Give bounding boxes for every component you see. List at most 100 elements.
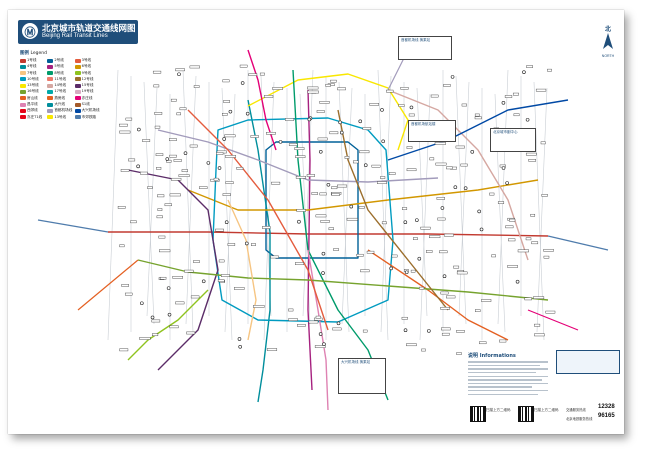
station-label[interactable] (461, 103, 467, 107)
station-label[interactable] (295, 262, 305, 265)
station-label[interactable] (528, 159, 536, 162)
station-label[interactable] (406, 343, 417, 347)
rail-line[interactable] (307, 249, 329, 411)
rail-line[interactable] (187, 109, 329, 331)
station-label[interactable] (179, 107, 187, 111)
rail-line[interactable] (108, 231, 549, 237)
station-label[interactable] (120, 169, 130, 172)
station-label[interactable] (391, 254, 398, 258)
station-label[interactable] (507, 265, 518, 268)
station-label[interactable] (325, 84, 331, 87)
transfer-station[interactable] (177, 72, 181, 77)
station-label[interactable] (263, 95, 274, 98)
station-label[interactable] (171, 177, 182, 181)
station-label[interactable] (176, 112, 181, 116)
transfer-station[interactable] (442, 274, 447, 278)
station-label[interactable] (330, 79, 337, 83)
station-label[interactable] (223, 100, 230, 103)
station-label[interactable] (474, 116, 482, 120)
rail-line[interactable] (337, 109, 449, 311)
transfer-station[interactable] (228, 109, 233, 114)
transfer-station[interactable] (321, 251, 326, 256)
transfer-station[interactable] (318, 149, 323, 154)
station-label[interactable] (295, 176, 306, 179)
station-label[interactable] (443, 233, 454, 237)
station-label[interactable] (421, 348, 426, 352)
rail-line[interactable] (187, 179, 539, 211)
transfer-station[interactable] (505, 181, 509, 185)
station-label[interactable] (435, 162, 447, 166)
transfer-station[interactable] (150, 315, 155, 320)
qr-code[interactable] (470, 406, 486, 422)
transfer-station[interactable] (136, 164, 140, 169)
station-label[interactable] (401, 316, 408, 320)
transfer-station[interactable] (479, 227, 484, 232)
station-label[interactable] (248, 73, 258, 76)
station-label[interactable] (386, 89, 394, 93)
rail-line[interactable] (127, 169, 219, 371)
station-label[interactable] (406, 168, 417, 172)
station-label[interactable] (119, 244, 125, 248)
station-label[interactable] (329, 131, 339, 135)
transfer-station[interactable] (307, 117, 312, 122)
station-label[interactable] (333, 248, 339, 251)
station-label[interactable] (139, 337, 151, 340)
station-label[interactable] (531, 241, 539, 245)
station-label[interactable] (157, 194, 165, 198)
station-label[interactable] (337, 87, 346, 91)
station-label[interactable] (437, 217, 446, 221)
station-label[interactable] (353, 160, 359, 164)
station-label[interactable] (119, 348, 129, 352)
station-label[interactable] (130, 220, 137, 224)
station-label[interactable] (222, 113, 228, 116)
station-label[interactable] (225, 155, 237, 158)
suburban-rail-line[interactable] (547, 235, 609, 251)
station-label[interactable] (344, 156, 350, 159)
station-label[interactable] (526, 65, 533, 68)
station-label[interactable] (406, 146, 413, 149)
station-label[interactable] (371, 164, 381, 168)
station-label[interactable] (250, 135, 259, 138)
station-label[interactable] (430, 94, 439, 98)
station-label[interactable] (545, 310, 556, 314)
station-label[interactable] (533, 296, 545, 300)
station-label[interactable] (193, 260, 200, 263)
station-label[interactable] (271, 181, 281, 185)
transfer-station[interactable] (515, 279, 520, 284)
station-label[interactable] (316, 110, 325, 113)
station-label[interactable] (456, 352, 462, 355)
rail-line[interactable] (227, 199, 257, 341)
station-label[interactable] (217, 279, 225, 282)
station-label[interactable] (547, 68, 552, 72)
station-label[interactable] (295, 155, 306, 158)
station-label[interactable] (319, 192, 327, 196)
transfer-station[interactable] (206, 161, 211, 165)
station-label[interactable] (227, 243, 236, 246)
rail-line[interactable] (247, 49, 277, 151)
transfer-station[interactable] (137, 127, 141, 132)
station-label[interactable] (142, 139, 151, 142)
rail-line[interactable] (247, 99, 271, 403)
station-label[interactable] (332, 327, 342, 331)
transfer-station[interactable] (240, 81, 245, 85)
transfer-station[interactable] (427, 329, 431, 333)
station-label[interactable] (443, 84, 451, 87)
station-label[interactable] (170, 98, 177, 102)
station-label[interactable] (215, 228, 224, 232)
transfer-station[interactable] (403, 328, 408, 333)
transfer-station[interactable] (380, 108, 384, 112)
station-label[interactable] (509, 218, 516, 222)
station-label[interactable] (534, 323, 541, 327)
station-label[interactable] (408, 113, 415, 117)
station-label[interactable] (388, 172, 396, 175)
station-label[interactable] (189, 144, 198, 148)
station-label[interactable] (178, 174, 190, 177)
station-label[interactable] (441, 332, 450, 336)
station-label[interactable] (239, 64, 248, 68)
station-label[interactable] (543, 248, 554, 252)
station-label[interactable] (489, 192, 495, 196)
station-label[interactable] (460, 163, 468, 167)
station-label[interactable] (225, 181, 234, 184)
station-label[interactable] (175, 68, 185, 72)
station-label[interactable] (306, 174, 315, 177)
